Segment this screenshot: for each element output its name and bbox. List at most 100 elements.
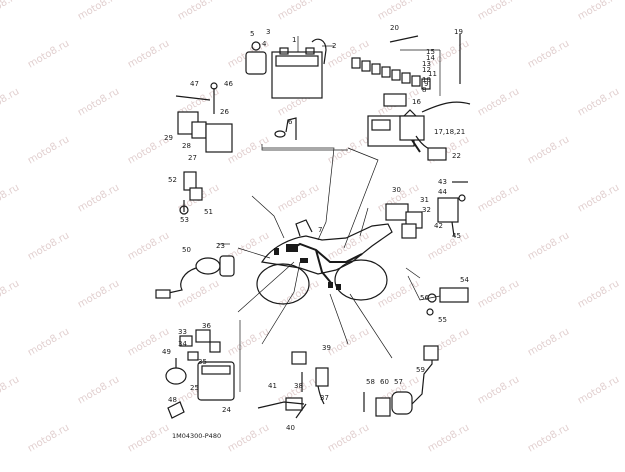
relay-fuse-group (351, 34, 471, 161)
watermark-text: moto8.ru (276, 0, 321, 23)
callout-44: 44 (438, 188, 447, 196)
callout-4: 4 (262, 40, 267, 48)
callout-48: 48 (168, 396, 177, 404)
watermark-text: moto8.ru (476, 86, 521, 118)
callout-24: 24 (222, 406, 231, 414)
fuse-6 (401, 72, 411, 84)
callout-26: 26 (220, 108, 229, 116)
watermark-text: moto8.ru (126, 422, 171, 454)
callout-23: 23 (216, 242, 225, 250)
watermark-text: moto8.ru (176, 278, 221, 310)
watermark-text: moto8.ru (76, 86, 121, 118)
fuse-7 (411, 75, 421, 87)
callout-59: 59 (416, 366, 425, 374)
callout-58: 58 (366, 378, 375, 386)
watermark-text: moto8.ru (26, 230, 71, 262)
callout-16: 16 (412, 98, 421, 106)
watermark-text: moto8.ru (476, 374, 521, 406)
callout-45: 45 (452, 232, 461, 240)
watermark-text: moto8.ru (76, 182, 121, 214)
watermark-text: moto8.ru (226, 134, 271, 166)
watermark-text: moto8.ru (576, 374, 621, 406)
callout-38: 38 (294, 382, 303, 390)
callout-41: 41 (268, 382, 277, 390)
callout-54: 54 (460, 276, 469, 284)
callout-60: 60 (380, 378, 389, 386)
callout-34: 34 (178, 340, 187, 348)
callout-35: 35 (198, 358, 207, 366)
fuse-2 (361, 60, 371, 72)
callout-32: 32 (422, 206, 431, 214)
callout-55: 55 (438, 316, 447, 324)
watermark-text: moto8.ru (26, 326, 71, 358)
watermark-text: moto8.ru (326, 326, 371, 358)
callout-52: 52 (168, 176, 177, 184)
fuse-8 (421, 78, 431, 90)
motorcycle-outline (256, 219, 393, 305)
callout-53: 53 (180, 216, 189, 224)
callout-57: 57 (394, 378, 403, 386)
callout-31: 31 (420, 196, 429, 204)
watermark-text: moto8.ru (526, 38, 571, 70)
watermark-text: moto8.ru (76, 374, 121, 406)
watermark-text: moto8.ru (0, 182, 21, 214)
lamp-group (426, 287, 469, 316)
callout-50: 50 (182, 246, 191, 254)
callout-33: 33 (178, 328, 187, 336)
callout-27: 27 (188, 154, 197, 162)
fuse-4 (381, 66, 391, 78)
callout-29: 29 (164, 134, 173, 142)
callout-28: 28 (182, 142, 191, 150)
callout-6: 6 (288, 118, 293, 126)
callout-22: 22 (452, 152, 461, 160)
watermark-text: moto8.ru (326, 230, 371, 262)
sensor-group (179, 171, 203, 215)
watermark-text: moto8.ru (476, 0, 521, 23)
callout-1: 1 (292, 36, 296, 44)
callout-3: 3 (266, 28, 270, 36)
callout-11: 11 (428, 70, 437, 78)
callout-47: 47 (190, 80, 199, 88)
callout-9: 9 (424, 80, 428, 88)
callout-37: 37 (320, 394, 329, 402)
watermark-text: moto8.ru (226, 422, 271, 454)
relay-group-left (175, 82, 233, 153)
watermark-text: moto8.ru (126, 38, 171, 70)
watermark-text: moto8.ru (426, 230, 471, 262)
sensor-group-right (363, 345, 439, 417)
watermark-text: moto8.ru (0, 278, 21, 310)
watermark-text: moto8.ru (276, 278, 321, 310)
watermark-text: moto8.ru (26, 422, 71, 454)
callout-17-18-21: 17,18,21 (434, 128, 465, 136)
callout-49: 49 (162, 348, 171, 356)
callout-20: 20 (390, 24, 399, 32)
watermark-text: moto8.ru (76, 278, 121, 310)
callout-42: 42 (434, 222, 443, 230)
callout-30: 30 (392, 186, 401, 194)
ecu-group (165, 329, 235, 419)
callout-25: 25 (190, 384, 199, 392)
watermark-text: moto8.ru (226, 326, 271, 358)
watermark-text: moto8.ru (326, 422, 371, 454)
fuse-3 (371, 63, 381, 75)
watermark-text: moto8.ru (526, 326, 571, 358)
relay-group-right (385, 181, 468, 239)
callout-2: 2 (332, 42, 336, 50)
leader-lines (218, 144, 441, 392)
watermark-text: moto8.ru (526, 134, 571, 166)
callout-19: 19 (454, 28, 463, 36)
watermark-text: moto8.ru (276, 182, 321, 214)
watermark-text: moto8.ru (26, 134, 71, 166)
watermark-text: moto8.ru (26, 38, 71, 70)
watermark-text: moto8.ru (576, 0, 621, 23)
fuse-5 (391, 69, 401, 81)
watermark-text: moto8.ru (526, 422, 571, 454)
fuse-1 (351, 57, 361, 69)
watermark-text: moto8.ru (476, 182, 521, 214)
callout-5: 5 (250, 30, 254, 38)
callout-labels: 1234567891011121314151617,18,21192022232… (162, 24, 469, 432)
diagram-code: 1M04300-P480 (172, 432, 221, 440)
watermark-text: moto8.ru (0, 374, 21, 406)
watermark-text: moto8.ru (0, 86, 21, 118)
